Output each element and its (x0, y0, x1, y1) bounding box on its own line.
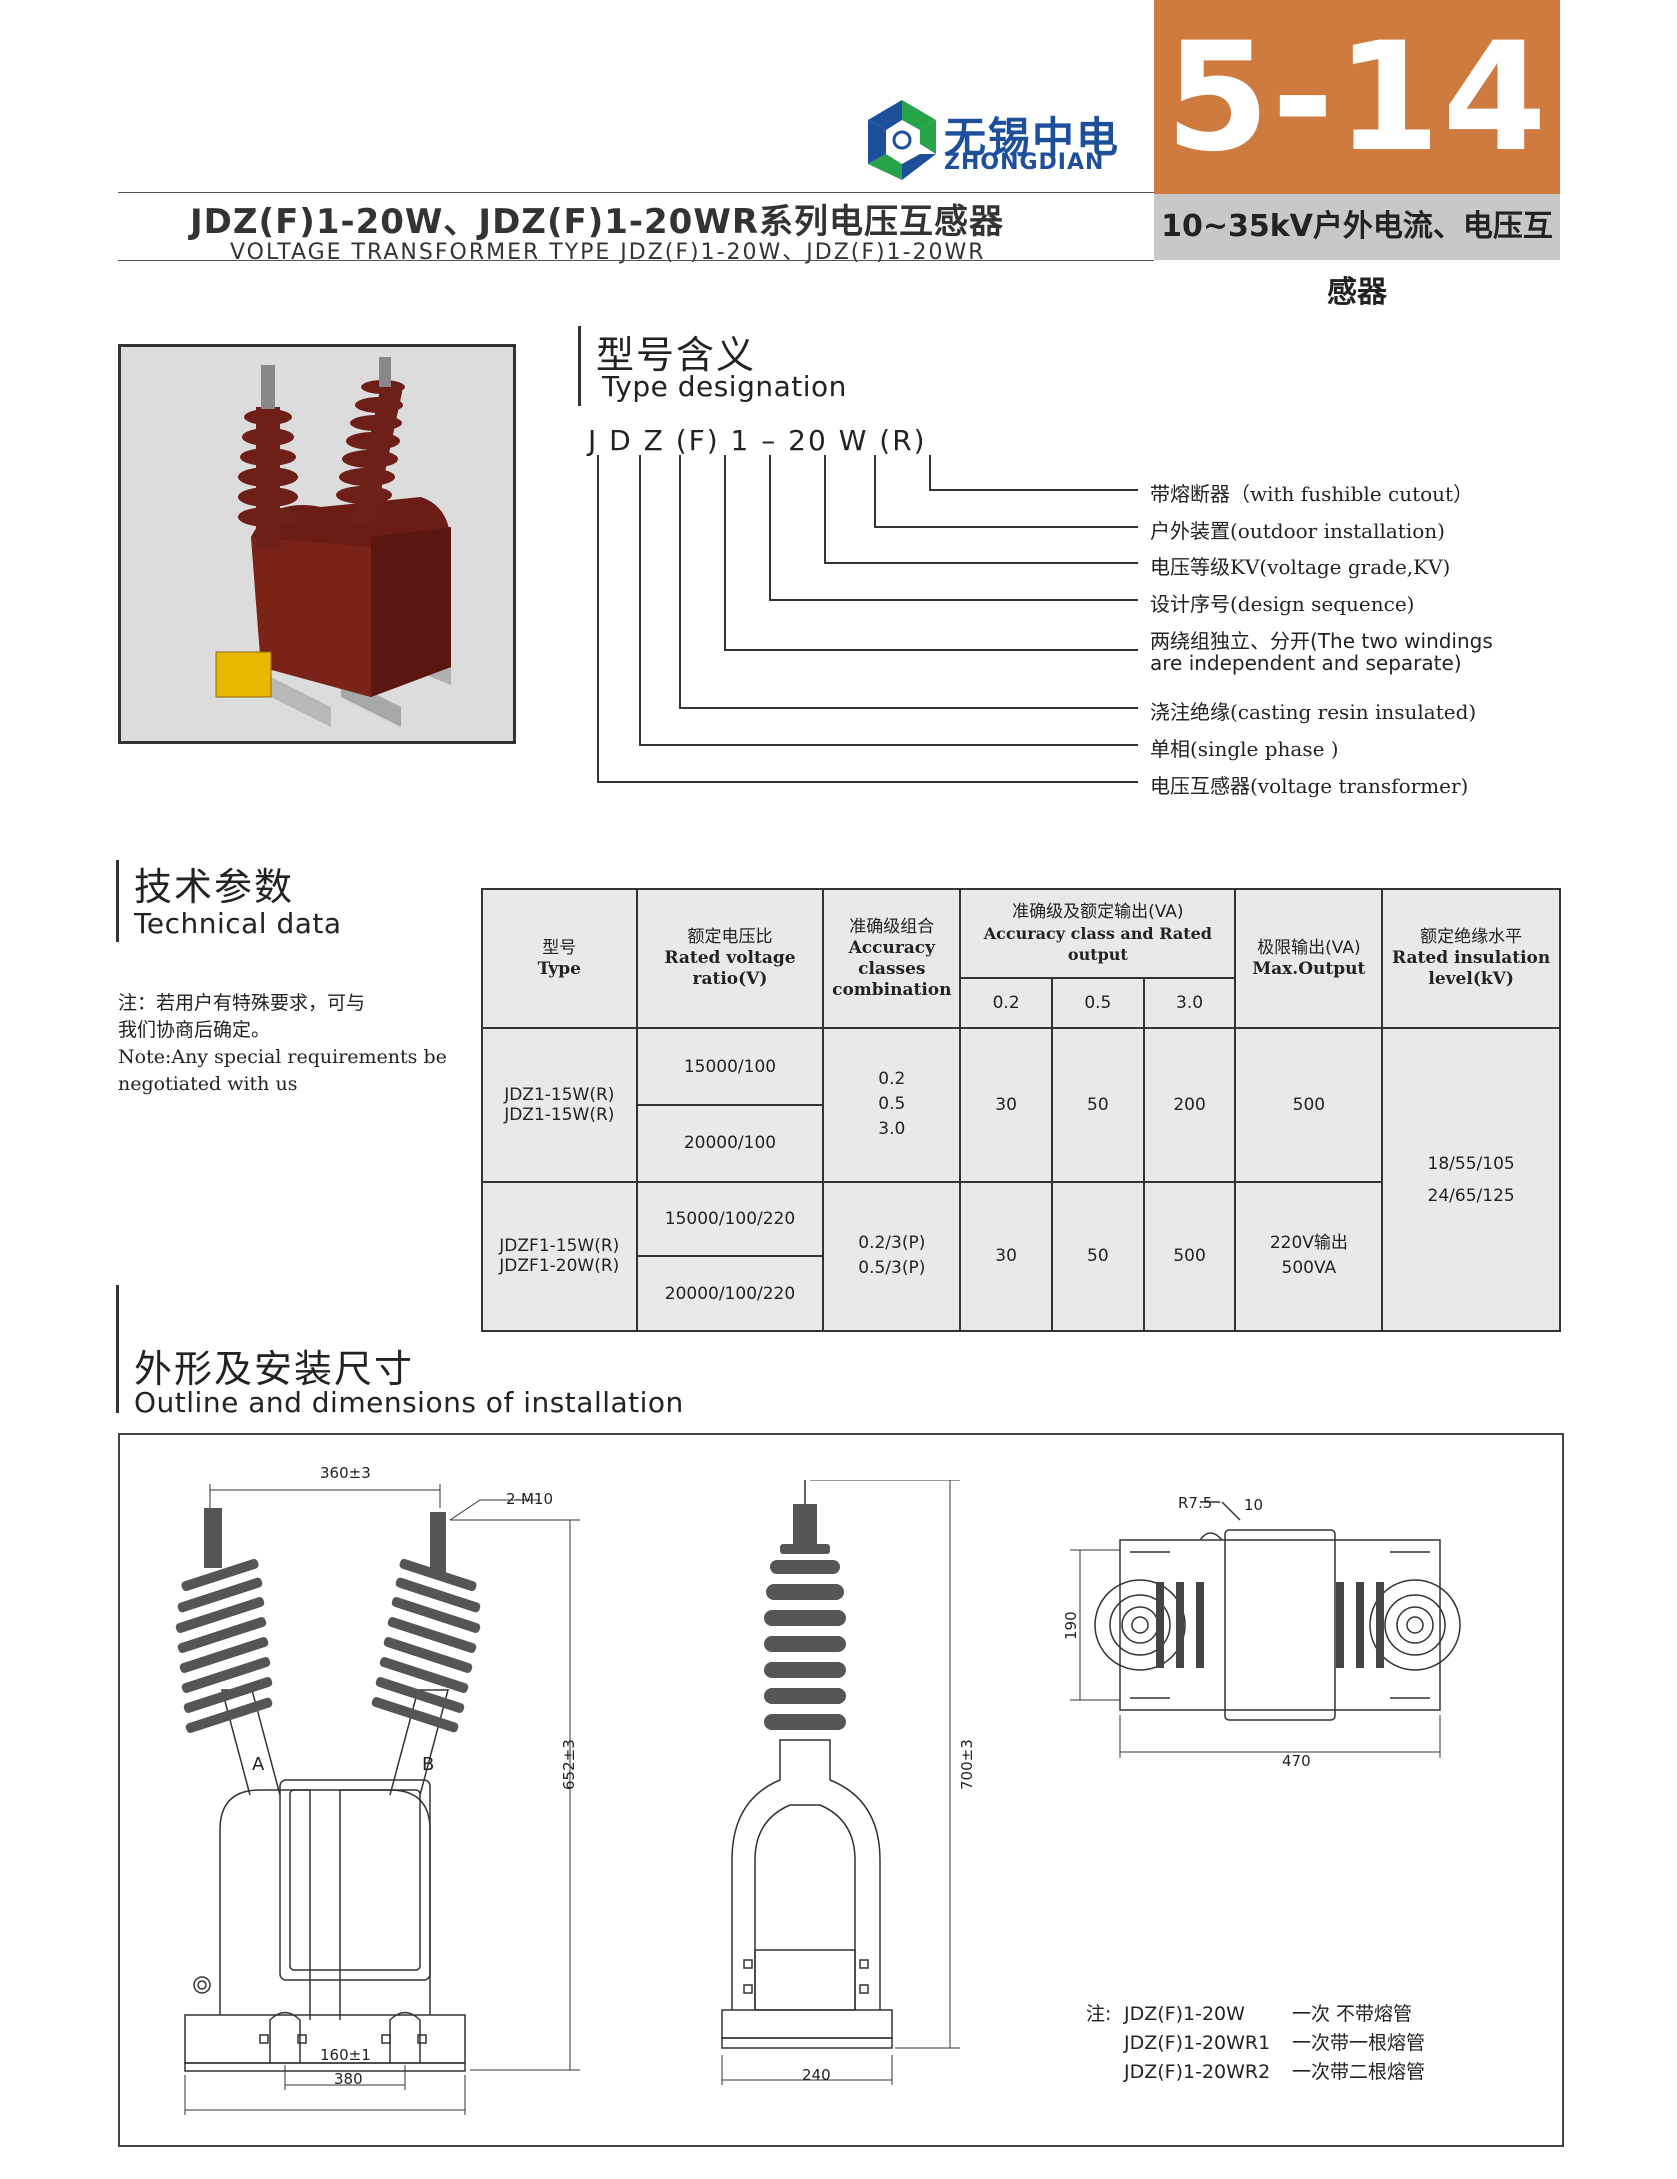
technical-heading-en: Technical data (134, 907, 342, 940)
technical-heading-bar (116, 860, 119, 942)
header-class-0-2: 0.2 (959, 976, 1053, 1030)
side-view-drawing (721, 1480, 960, 2085)
designation-heading-cn: 型号含义 (596, 333, 757, 377)
technical-note: 注：若用户有特殊要求，可与 我们协商后确定。 Note:Any special … (118, 990, 447, 1098)
company-logo-icon (868, 100, 936, 180)
row2-ratio-1: 15000/100/220 (635, 1180, 825, 1258)
designation-leader-lines (597, 455, 1138, 783)
category-banner (1154, 194, 1560, 260)
dim-side-base: 240 (802, 2066, 831, 2084)
product-photo (118, 344, 516, 744)
dim-depth: 190 (1062, 1611, 1080, 1640)
front-view-drawing (175, 1484, 580, 2115)
row1-ratio-1: 15000/100 (635, 1027, 825, 1106)
dim-top-width: 360±3 (320, 1464, 371, 1482)
page-number: 5-14 (1165, 11, 1549, 185)
row1-accuracy: 0.2 0.5 3.0 (822, 1027, 962, 1183)
dim-slot: 10 (1244, 1496, 1264, 1514)
logo-english-text: ZHONGDIAN (944, 150, 1105, 175)
header-class-0-5: 0.5 (1050, 976, 1145, 1030)
row2-max-output: 220V输出 500VA (1234, 1180, 1384, 1333)
designation-heading-en: Type designation (602, 370, 847, 403)
header-rated-output: 准确级及额定输出(VA) Accuracy class and Rated ou… (959, 888, 1237, 979)
category-title: 10~35kV户外电流、电压互感器 (1161, 209, 1553, 310)
product-title-en: VOLTAGE TRANSFORMER TYPE JDZ(F)1-20W、JDZ… (230, 240, 986, 265)
designation-heading-bar (578, 326, 581, 406)
row1-output-0-2: 30 (959, 1027, 1053, 1183)
designation-item-fuse: 带熔断器（with fushible cutout） (1150, 482, 1474, 506)
outline-heading-cn: 外形及安装尺寸 (134, 1347, 415, 1391)
dim-side-height: 700±3 (958, 1739, 976, 1790)
row2-output-0-2: 30 (959, 1180, 1053, 1333)
designation-item-casting-resin: 浇注绝缘(casting resin insulated) (1150, 700, 1477, 724)
top-view-drawing (1070, 1501, 1461, 1758)
row2-ratio-2: 20000/100/220 (635, 1255, 825, 1332)
row2-type: JDZF1-15W(R) JDZF1-20W(R) (481, 1180, 638, 1333)
dim-radius: R7.5 (1178, 1494, 1213, 1512)
header-class-3-0: 3.0 (1142, 976, 1237, 1030)
outline-heading-en: Outline and dimensions of installation (134, 1386, 684, 1419)
technical-note-en-line1: Note:Any special requirements be (118, 1046, 447, 1068)
technical-note-cn-line1: 注：若用户有特殊要求，可与 (118, 992, 366, 1014)
row1-max-output: 500 (1234, 1027, 1384, 1183)
header-rule-bottom (118, 260, 1154, 261)
technical-note-en-line2: negotiated with us (118, 1073, 298, 1095)
designation-item-single-phase: 单相(single phase ) (1150, 737, 1339, 761)
row2-output-3-0: 500 (1142, 1180, 1237, 1333)
insulation-level-values: 18/55/105 24/65/125 (1381, 1027, 1561, 1332)
designation-code: J D Z (F) 1 – 20 W (R) (588, 424, 927, 457)
designation-item-voltage-grade: 电压等级KV(voltage grade,KV) (1150, 555, 1451, 579)
terminal-b-label: B (422, 1754, 435, 1775)
technical-data-table: 型号 Type 额定电压比 Rated voltage ratio(V) 准确级… (481, 887, 1561, 1333)
designation-item-outdoor: 户外装置(outdoor installation) (1150, 519, 1445, 543)
drawing-note-label: 注: (1086, 2003, 1112, 2025)
row2-accuracy: 0.2/3(P) 0.5/3(P) (822, 1180, 962, 1333)
outline-heading-bar (116, 1285, 119, 1413)
header-rule-top (118, 192, 1154, 193)
header-rated-voltage-ratio: 额定电压比 Rated voltage ratio(V) (635, 887, 825, 1030)
designation-item-design-sequence: 设计序号(design sequence) (1150, 592, 1415, 616)
terminal-a-label: A (252, 1754, 265, 1775)
row1-output-3-0: 200 (1142, 1027, 1237, 1183)
header-insulation-level: 额定绝缘水平 Rated insulation level(kV) (1381, 887, 1561, 1030)
dim-front-height: 652±3 (560, 1739, 578, 1790)
designation-item-windings: 两绕组独立、分开(The two windings (1150, 629, 1493, 653)
dim-base-inner: 160±1 (320, 2046, 371, 2064)
dim-bolt: 2-M10 (506, 1490, 553, 1508)
row1-ratio-2: 20000/100 (635, 1103, 825, 1183)
header-max-output: 极限输出(VA) Max.Output (1234, 887, 1384, 1030)
technical-heading-cn: 技术参数 (134, 865, 295, 909)
product-title-cn: JDZ(F)1-20W、JDZ(F)1-20WR系列电压互感器 (190, 202, 1005, 242)
logo-chinese-text: 无锡中电 (944, 113, 1121, 162)
header-accuracy-classes: 准确级组合 Accuracy classes combination (822, 887, 962, 1030)
row2-output-0-5: 50 (1050, 1180, 1145, 1333)
dim-base-outer: 380 (334, 2070, 363, 2088)
designation-item-voltage-transformer: 电压互感器(voltage transformer) (1150, 774, 1469, 798)
designation-item-windings-cont: are independent and separate) (1150, 651, 1462, 675)
page-number-banner (1154, 0, 1560, 194)
technical-note-cn-line2: 我们协商后确定。 (118, 1019, 271, 1041)
header-type: 型号 Type (481, 887, 638, 1030)
row1-type: JDZ1-15W(R) JDZ1-15W(R) (481, 1027, 638, 1183)
dim-top-view-width: 470 (1282, 1752, 1311, 1770)
row1-output-0-5: 50 (1050, 1027, 1145, 1183)
